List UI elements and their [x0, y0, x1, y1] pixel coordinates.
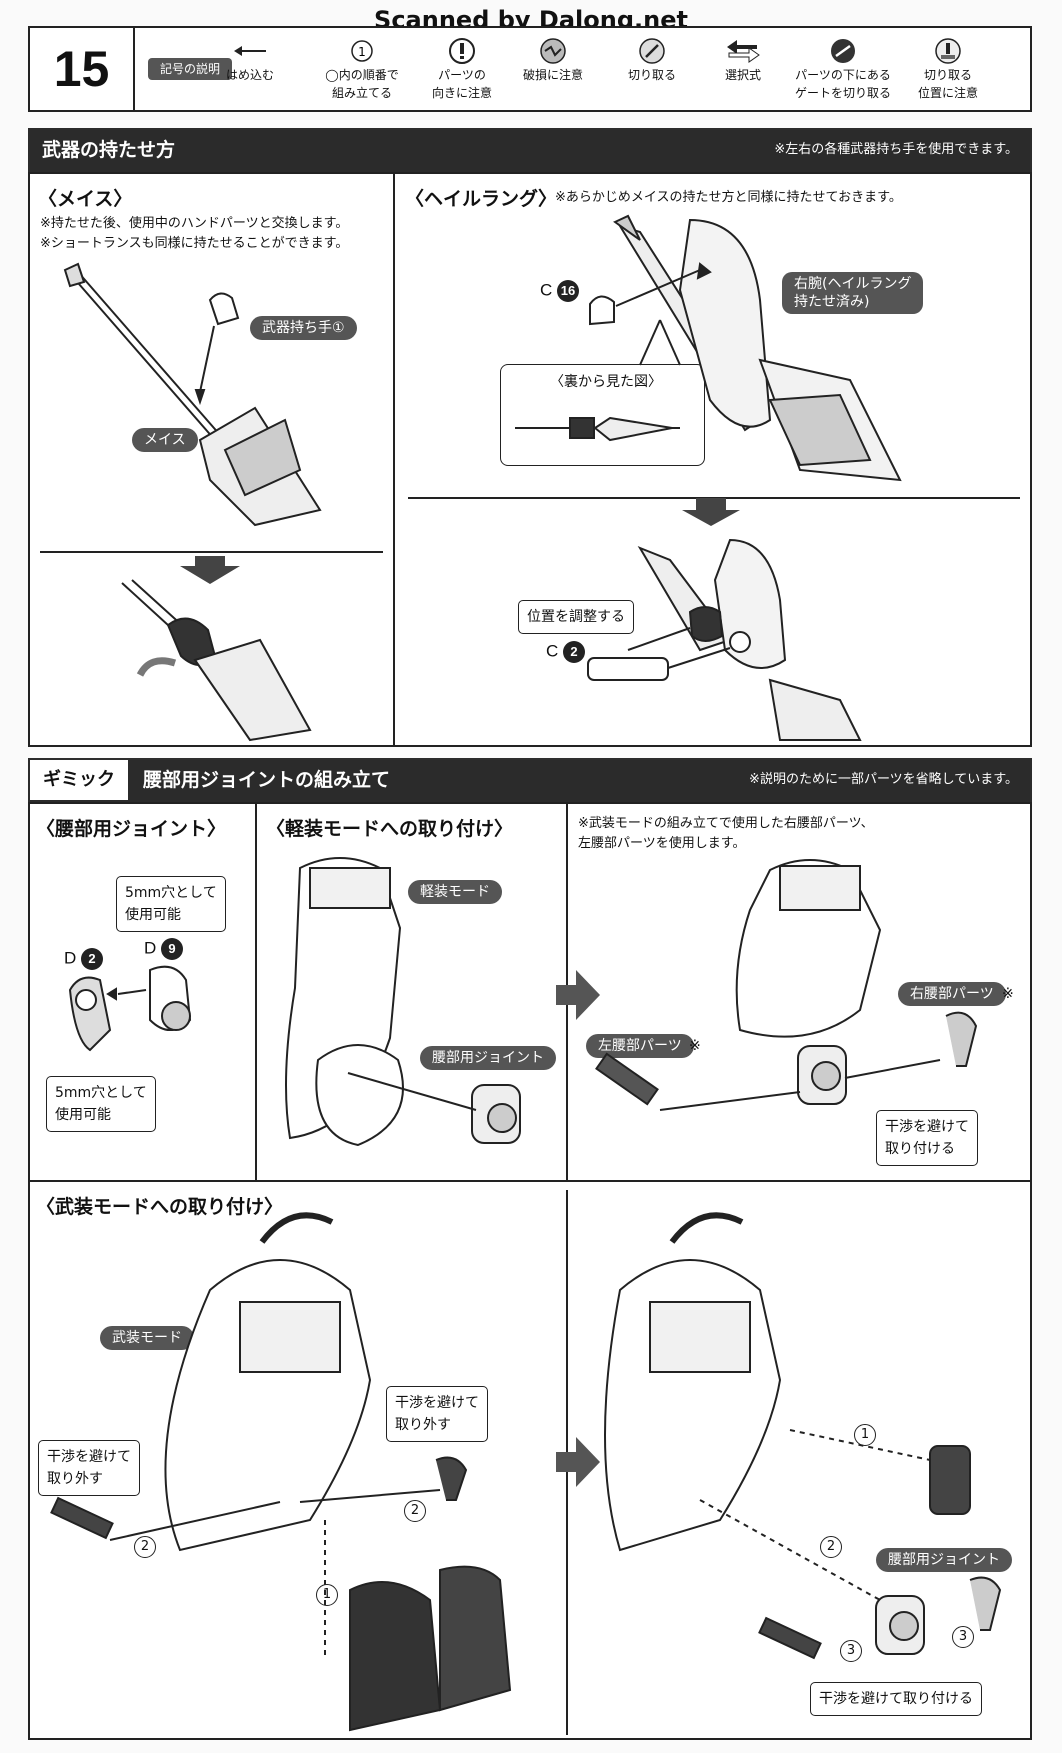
right-waist-label: 右腰部パーツ	[898, 982, 1006, 1006]
light-right-note: ※武装モードの組み立てで使用した右腰部パーツ、 左腰部パーツを使用します。	[578, 816, 874, 851]
part-c16: C 16	[540, 280, 580, 302]
legend-item: パーツの 向きに注意	[407, 36, 517, 102]
gimmick-section-title: 腰部用ジョイントの組み立て	[143, 769, 391, 791]
legend-label: パーツの下にある ゲートを切り取る	[794, 68, 891, 100]
gimmick-tag: ギミック	[28, 758, 130, 802]
armed-mode-label: 武装モード	[100, 1326, 194, 1350]
break-warning-icon	[498, 36, 608, 66]
step-2-marker: 2	[134, 1536, 156, 1558]
divider	[393, 172, 395, 747]
exclamation-icon	[407, 36, 517, 66]
divider	[40, 551, 383, 553]
legend-item: パーツの下にある ゲートを切り取る	[788, 36, 898, 102]
divider	[566, 802, 568, 1180]
armed-title: 〈武装モードへの取り付け〉	[36, 1196, 284, 1218]
right-waist-star: ※	[1002, 986, 1014, 1002]
cut-icon	[597, 36, 707, 66]
arrow-left-icon	[195, 36, 305, 66]
choice-arrows-icon	[688, 36, 798, 66]
step-1-marker: 1	[316, 1584, 338, 1606]
remove-left-label: 干渉を避けて 取り外す	[38, 1440, 140, 1496]
step-3-marker: 3	[840, 1640, 862, 1662]
armed-joint-label: 腰部用ジョイント	[876, 1548, 1012, 1572]
part-d2: D 2	[64, 948, 104, 970]
mace-notes: ※持たせた後、使用中のハンドパーツと交換します。 ※ショートランスも同様に持たせ…	[40, 216, 349, 251]
weapon-section-note: ※左右の各種武器持ち手を使用できます。	[774, 142, 1018, 157]
legend-label: 破損に注意	[522, 68, 583, 82]
legend-label: 切り取る	[627, 68, 676, 82]
gate-under-part-icon	[788, 36, 898, 66]
step-number: 15	[30, 28, 135, 110]
legend-item: 1 ◯内の順番で 組み立てる	[307, 36, 417, 102]
right-arm-label: 右腕(ヘイルラング 持たせ済み)	[782, 272, 924, 314]
legend-item: 切り取る	[597, 36, 707, 84]
legend-item: 切り取る 位置に注意	[893, 36, 1003, 102]
divider	[566, 1190, 568, 1735]
hand-label: 武器持ち手①	[250, 316, 357, 340]
legend-tag: 記号の説明	[148, 58, 232, 80]
left-waist-star: ※	[689, 1038, 701, 1054]
hail-note: ※あらかじめメイスの持たせ方と同様に持たせておきます。	[555, 190, 902, 205]
legend-label: 切り取る 位置に注意	[917, 68, 978, 100]
weapon-section-bar: 武器の持たせ方 ※左右の各種武器持ち手を使用できます。	[28, 128, 1032, 172]
legend-label: ◯内の順番で 組み立てる	[325, 68, 399, 100]
remove-right-label: 干渉を避けて 取り外す	[386, 1386, 488, 1442]
legend-item: 選択式	[688, 36, 798, 84]
hail-title: 〈ヘイルラング〉	[405, 188, 558, 210]
cut-position-icon	[893, 36, 1003, 66]
step-2-marker: 2	[404, 1500, 426, 1522]
svg-text:1: 1	[358, 45, 366, 59]
legend-item: はめ込む	[195, 36, 305, 84]
back-view-label: 〈裏から見た図〉	[550, 374, 662, 390]
left-waist-label: 左腰部パーツ	[586, 1034, 694, 1058]
divider	[255, 802, 257, 1180]
divider	[28, 1180, 1032, 1182]
mace-label: メイス	[132, 428, 198, 452]
light-mode-label: 軽装モード	[408, 880, 502, 904]
adjust-label: 位置を調整する	[518, 600, 634, 634]
legend-label: はめ込む	[225, 68, 274, 82]
5mm-bottom-label: 5mm穴として 使用可能	[46, 1076, 156, 1132]
legend-label: パーツの 向きに注意	[431, 68, 492, 100]
attach-label: 干渉を避けて 取り付ける	[876, 1110, 978, 1166]
gimmick-section-note: ※説明のために一部パーツを省略しています。	[749, 772, 1018, 787]
part-c2: C 2	[546, 641, 586, 663]
weapon-section-title: 武器の持たせ方	[42, 139, 176, 161]
divider	[408, 497, 1020, 499]
part-d9: D 9	[144, 938, 184, 960]
step-header: 15 記号の説明 はめ込む 1 ◯内の順番で 組み立てるパーツの 向きに注意 破損に注…	[28, 26, 1032, 112]
step-2-marker: 2	[820, 1536, 842, 1558]
mace-title: 〈メイス〉	[38, 188, 133, 210]
joint-title: 〈腰部用ジョイント〉	[36, 818, 227, 840]
gimmick-section-bar: ギミック 腰部用ジョイントの組み立て ※説明のために一部パーツを省略しています。	[28, 758, 1032, 802]
armed-attach-label: 干渉を避けて取り付ける	[810, 1682, 982, 1716]
light-joint-label: 腰部用ジョイント	[420, 1046, 556, 1070]
legend-label: 選択式	[724, 68, 761, 82]
legend-item: 破損に注意	[498, 36, 608, 84]
5mm-top-label: 5mm穴として 使用可能	[116, 876, 226, 932]
step-1-marker: 1	[854, 1424, 876, 1446]
light-title: 〈軽装モードへの取り付け〉	[266, 818, 514, 840]
circled-number-icon: 1	[307, 36, 417, 66]
step-3-marker: 3	[952, 1626, 974, 1648]
